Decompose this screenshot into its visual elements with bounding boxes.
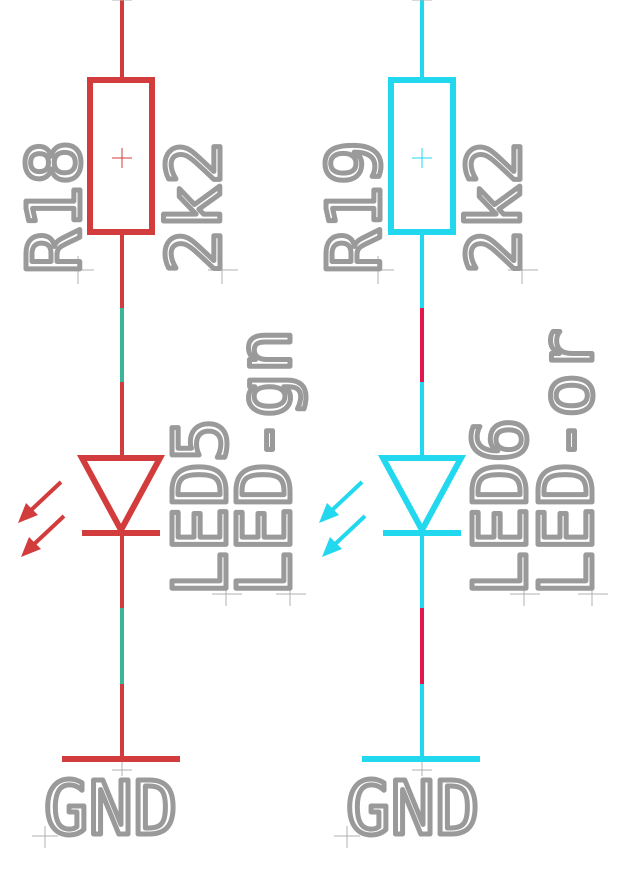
led5-diode-triangle[interactable] [76, 455, 166, 537]
resistor-r18-origin-cross [112, 148, 132, 168]
led6-diode-triangle[interactable] [377, 455, 467, 537]
led5-name: LED5 [158, 418, 244, 596]
resistor-r19-name: R19 [312, 140, 398, 274]
circuit-left: R18 2k2 LED5 LED-gn GND [10, 0, 311, 855]
gnd-label-left: GND [44, 766, 178, 852]
led6-value: LED-or [524, 329, 610, 596]
gnd-label-right: GND [346, 766, 480, 852]
resistor-r18-value: 2k2 [152, 140, 238, 274]
led6-name: LED6 [458, 418, 544, 596]
resistor-r18-name: R18 [12, 140, 98, 274]
led5-value: LED-gn [222, 329, 308, 596]
origin-marks-left [32, 0, 306, 848]
origin-marks-right [334, 0, 608, 848]
led6-light-arrows-icon [319, 480, 367, 557]
circuit-right: R19 2k2 LED6 LED-or GND [310, 0, 613, 855]
led5-light-arrows-icon [18, 480, 66, 557]
resistor-r19-body[interactable] [388, 77, 456, 235]
resistor-r18-body[interactable] [87, 77, 155, 235]
resistor-r19-value: 2k2 [452, 140, 538, 274]
resistor-r19-origin-cross [412, 148, 432, 168]
